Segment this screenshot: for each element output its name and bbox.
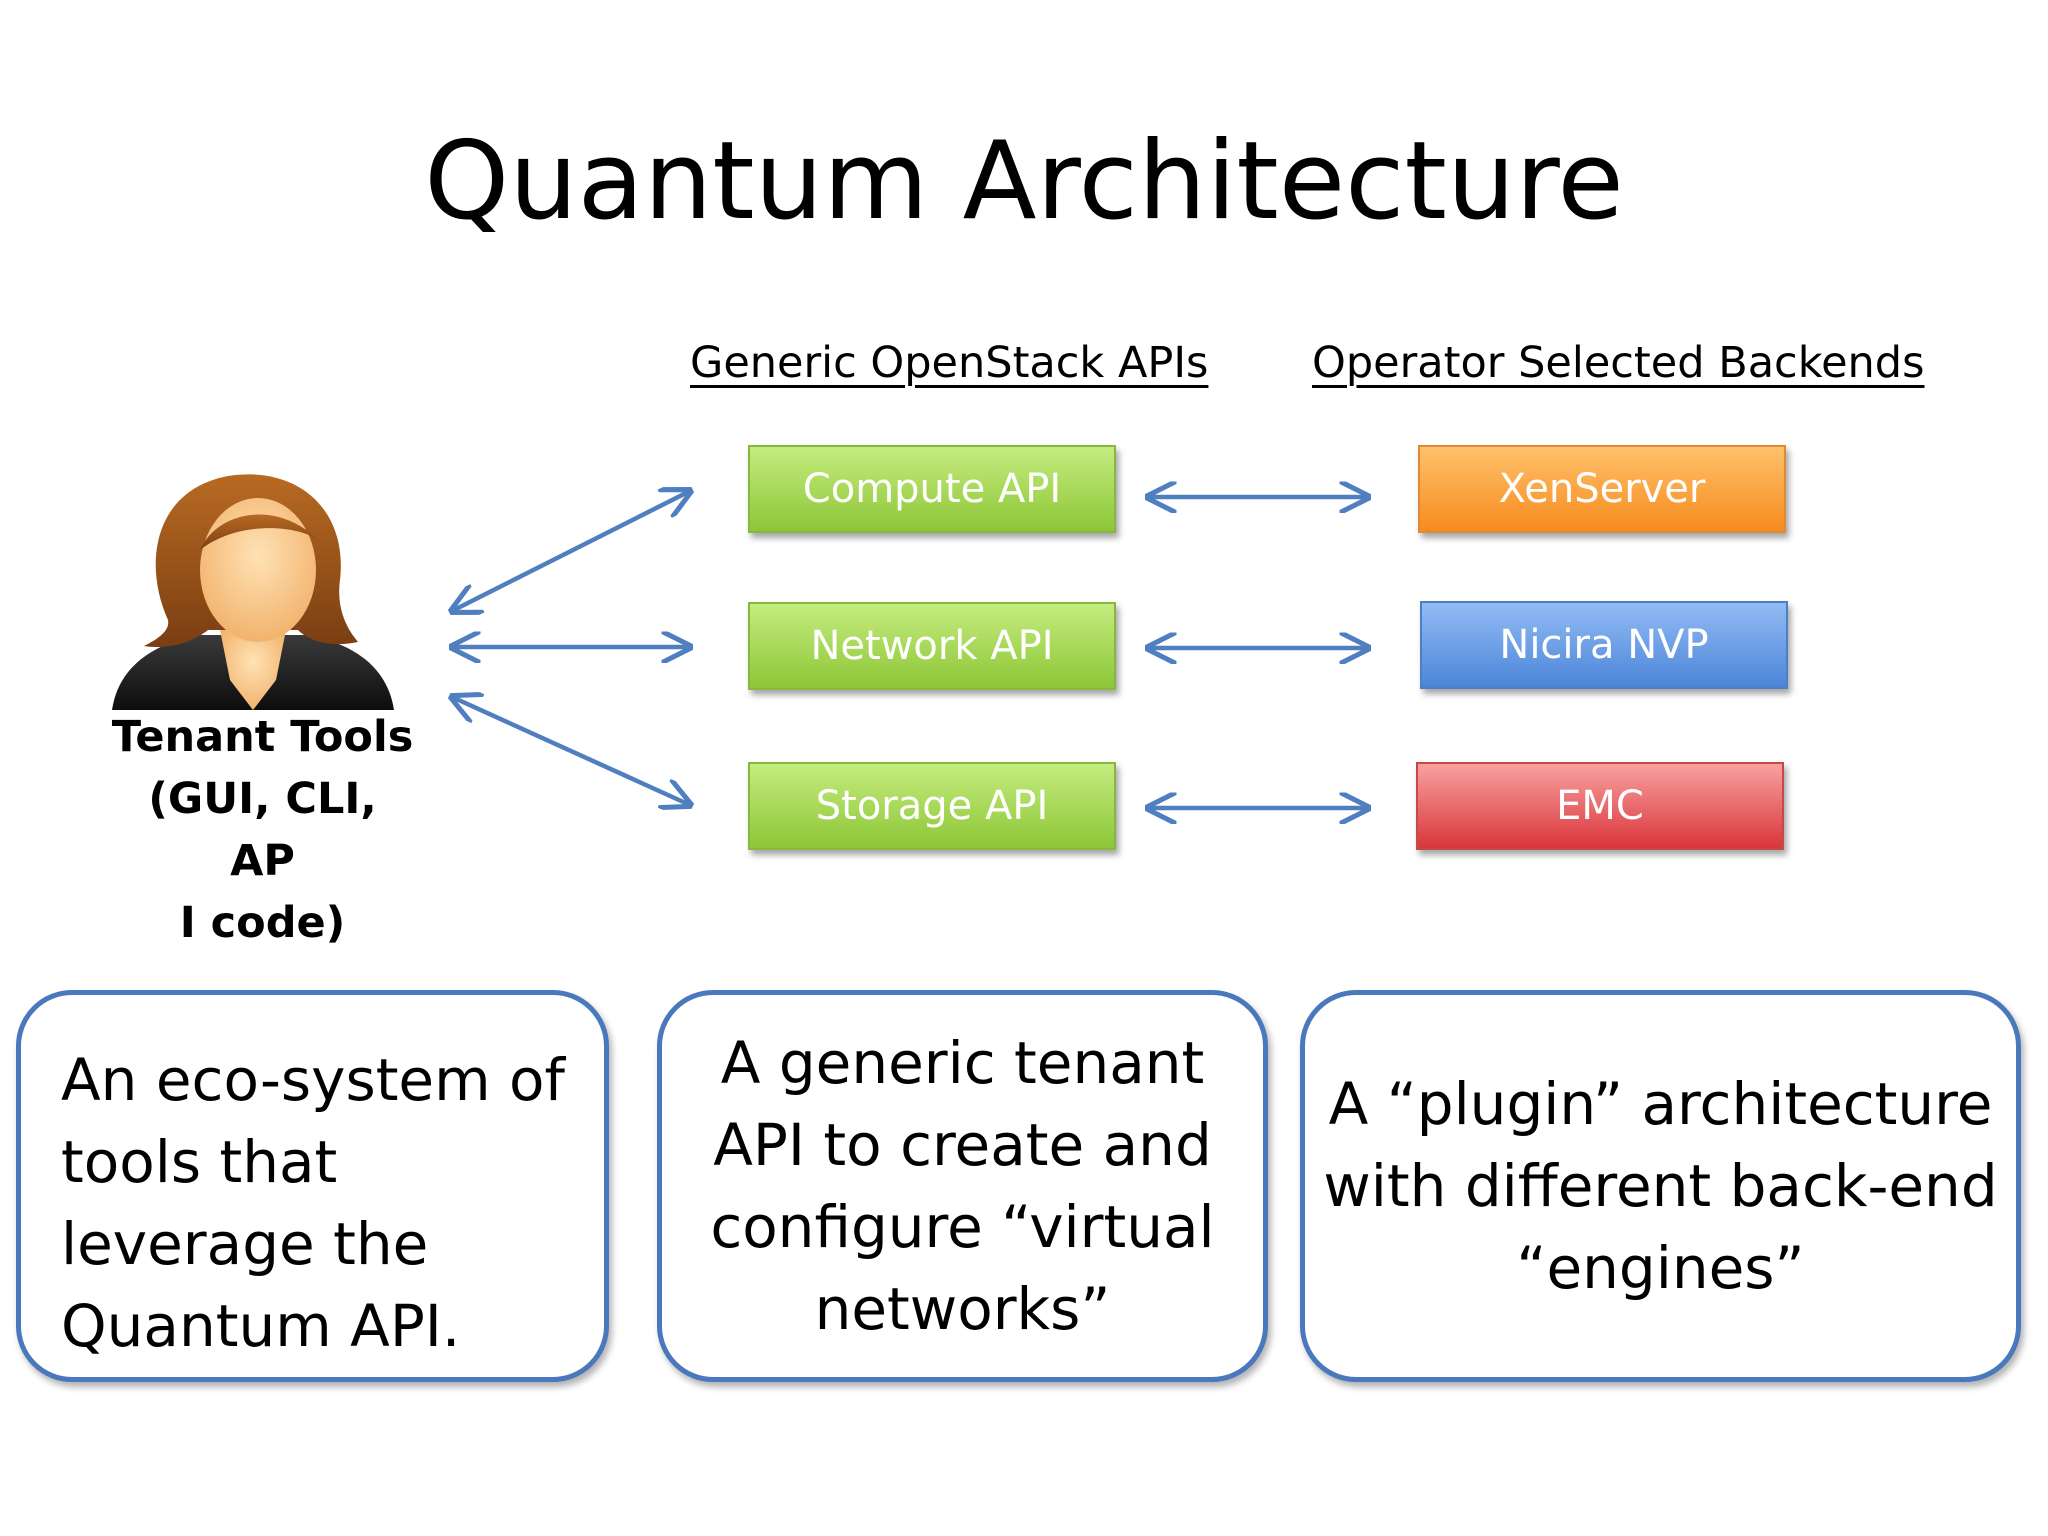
- tenant-storage-arrow: [452, 697, 690, 805]
- compute-api-box: Compute API: [748, 445, 1116, 533]
- tenant-api-callout: A generic tenant API to create and confi…: [657, 990, 1268, 1382]
- network-api-box: Network API: [748, 602, 1116, 690]
- ecosystem-callout: An eco-system of tools that leverage the…: [16, 990, 609, 1382]
- callout-text: A “plugin” architecture with different b…: [1323, 1070, 1998, 1302]
- backends-header: Operator Selected Backends: [1312, 338, 1925, 388]
- generic-apis-header: Generic OpenStack APIs: [690, 338, 1209, 388]
- user-icon: [112, 474, 394, 710]
- callout-text: An eco-system of tools that leverage the…: [61, 1046, 565, 1360]
- tenant-tools-label: Tenant Tools (GUI, CLI, AP I code): [110, 706, 415, 954]
- callout-text: A generic tenant API to create and confi…: [710, 1029, 1215, 1343]
- nicira-nvp-box: Nicira NVP: [1420, 601, 1788, 689]
- emc-box: EMC: [1416, 762, 1784, 850]
- tenant-label-line: I code): [179, 898, 346, 948]
- storage-api-box: Storage API: [748, 762, 1116, 850]
- xenserver-box: XenServer: [1418, 445, 1786, 533]
- tenant-compute-arrow: [452, 491, 690, 611]
- tenant-label-line: (GUI, CLI, AP: [148, 774, 377, 886]
- slide-title: Quantum Architecture: [424, 119, 1624, 244]
- tenant-label-line: Tenant Tools: [111, 712, 414, 762]
- plugin-architecture-callout: A “plugin” architecture with different b…: [1300, 990, 2021, 1382]
